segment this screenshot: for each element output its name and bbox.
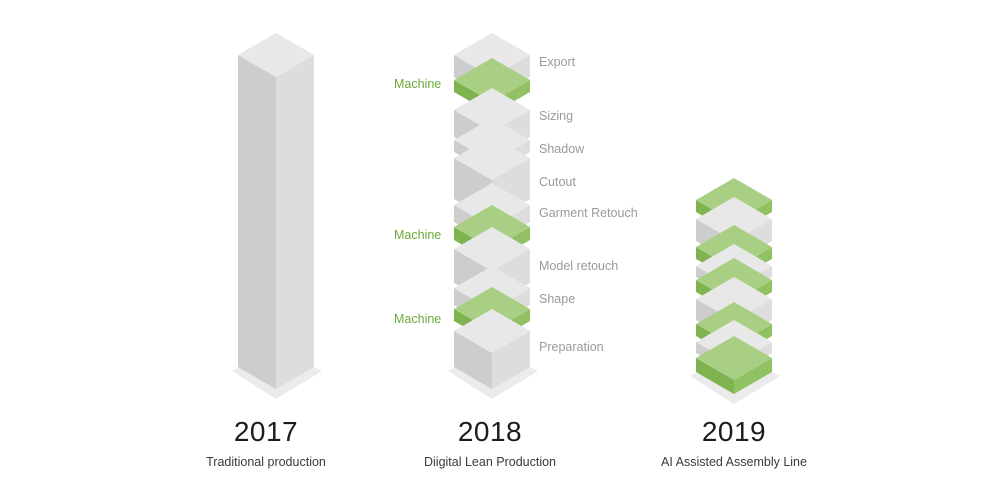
caption-digital-lean-production: Diigital Lean Production <box>423 455 557 469</box>
step-label-garment-retouch: Garment Retouch <box>539 206 638 220</box>
block-stacks <box>238 33 772 394</box>
block-2018-machine-top-top-face <box>454 58 530 102</box>
block-2019-9-left-face <box>696 358 734 394</box>
block-2018-export-top-face <box>454 33 530 77</box>
column-2017 <box>238 33 314 389</box>
caption-ai-assisted-assembly-line: AI Assisted Assembly Line <box>661 455 807 469</box>
year-2017: 2017 <box>233 416 299 447</box>
column-2017-right-face <box>276 55 314 389</box>
step-label-model-retouch: Model retouch <box>539 259 619 273</box>
step-label-shape: Shape <box>539 292 576 306</box>
step-label-cutout: Cutout <box>539 175 576 189</box>
step-label-preparation: Preparation <box>539 340 604 354</box>
block-2019-9 <box>696 336 772 394</box>
block-2018-preparation-top-face <box>454 309 530 353</box>
step-label-sizing: Sizing <box>539 109 574 123</box>
step-label-export: Export <box>539 55 576 69</box>
block-2019-9-right-face <box>734 358 772 394</box>
machine-label-top: Machine <box>394 77 442 91</box>
block-2019-6-top-face <box>696 277 772 321</box>
column-2017-left-face <box>238 55 276 389</box>
year-2018: 2018 <box>457 416 523 447</box>
block-2018-model-retouch-top-face <box>454 227 530 271</box>
machine-label-bottom: Machine <box>394 312 442 326</box>
block-2018-preparation-left-face <box>454 331 492 389</box>
machine-label-middle: Machine <box>394 228 442 242</box>
block-2018-cutout-top-face <box>454 136 530 180</box>
year-2019: 2019 <box>701 416 767 447</box>
step-label-shadow: Shadow <box>539 142 585 156</box>
block-2019-9-top-face <box>696 336 772 380</box>
block-2019-2-top-face <box>696 197 772 241</box>
block-2018-preparation <box>454 309 530 389</box>
block-2018-preparation-right-face <box>492 331 530 389</box>
column-2017-top-face <box>238 33 314 77</box>
caption-traditional-production: Traditional production <box>206 455 326 469</box>
block-2018-sizing-top-face <box>454 88 530 132</box>
